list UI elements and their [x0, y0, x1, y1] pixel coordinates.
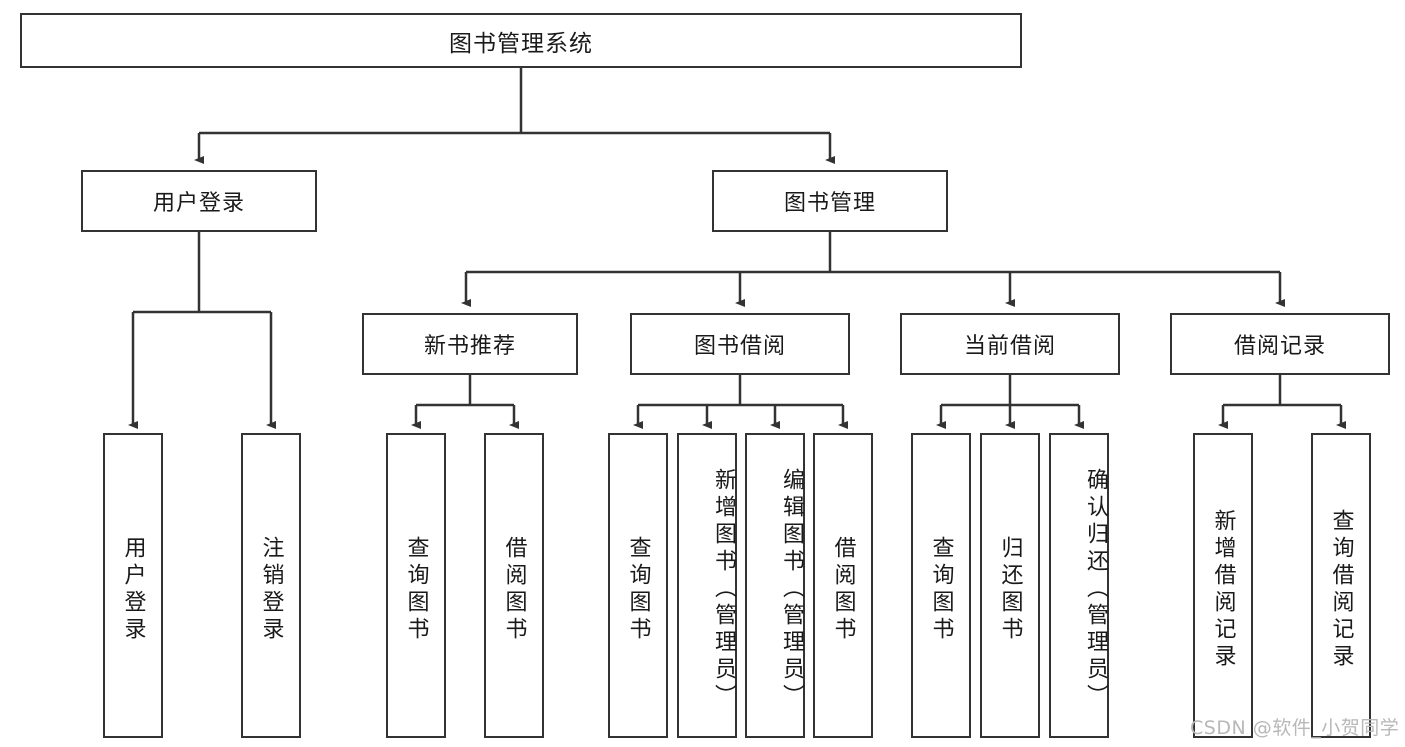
leaf-borrow-book-recommend[interactable]: 借阅图书	[484, 433, 544, 738]
leaf-query-book-recommend[interactable]: 查询图书	[386, 433, 446, 738]
node-book-borrow[interactable]: 图书借阅	[630, 313, 850, 375]
leaf-user-logout[interactable]: 注销登录	[241, 433, 301, 738]
node-borrow-records[interactable]: 借阅记录	[1170, 313, 1390, 375]
leaf-confirm-return-admin[interactable]: 确认归还（管理员）	[1049, 433, 1109, 738]
leaf-add-borrow-record[interactable]: 新增借阅记录	[1193, 433, 1253, 738]
csdn-watermark: CSDN @软件_小贺同学	[1190, 717, 1400, 739]
node-user-login[interactable]: 用户登录	[81, 170, 317, 232]
leaf-query-book-current[interactable]: 查询图书	[911, 433, 971, 738]
leaf-return-book[interactable]: 归还图书	[980, 433, 1040, 738]
leaf-query-book-borrow[interactable]: 查询图书	[608, 433, 668, 738]
node-current-borrow[interactable]: 当前借阅	[900, 313, 1120, 375]
leaf-borrow-book[interactable]: 借阅图书	[813, 433, 873, 738]
leaf-add-book-admin[interactable]: 新增图书（管理员）	[677, 433, 737, 738]
leaf-user-login[interactable]: 用户登录	[103, 433, 163, 738]
node-new-book-recommendation[interactable]: 新书推荐	[362, 313, 578, 375]
node-book-management[interactable]: 图书管理	[712, 170, 948, 232]
leaf-query-borrow-record[interactable]: 查询借阅记录	[1311, 433, 1371, 738]
root-node[interactable]: 图书管理系统	[20, 13, 1022, 68]
leaf-edit-book-admin[interactable]: 编辑图书（管理员）	[745, 433, 805, 738]
